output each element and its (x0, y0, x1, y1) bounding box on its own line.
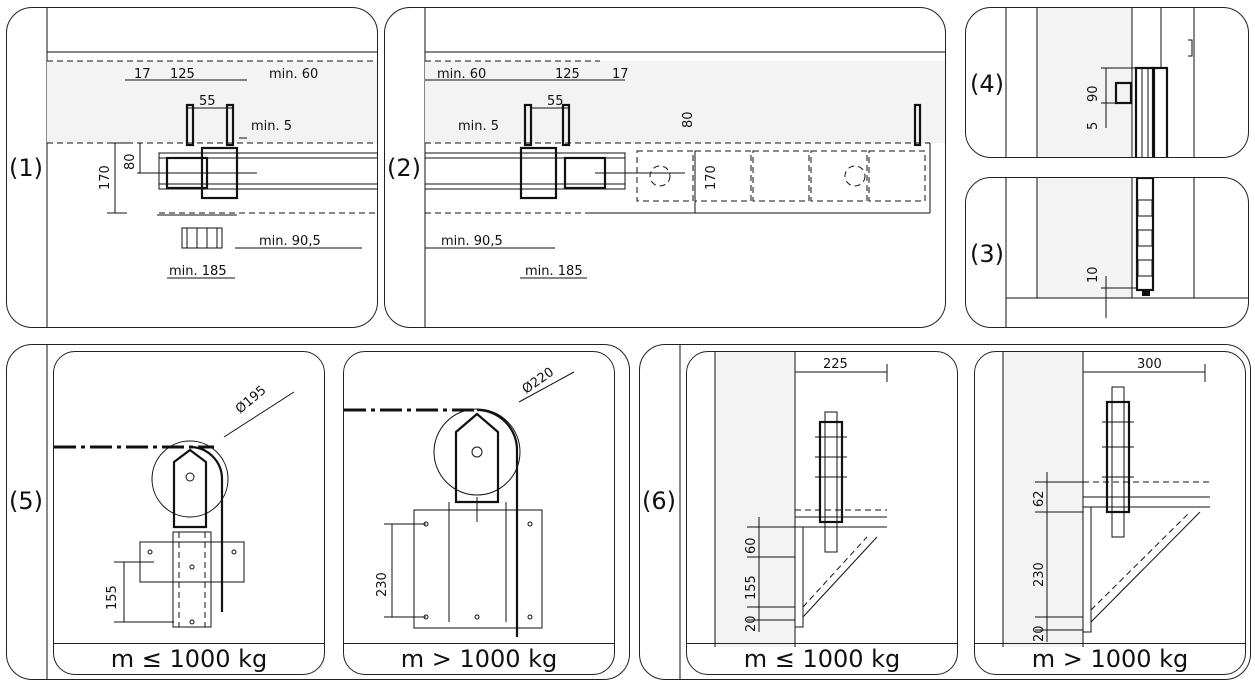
panel-1-drawing: 17 125 min. 60 55 min. 5 80 170 min. 90,… (46, 8, 377, 327)
panel-3-drawing: 10 (1005, 178, 1248, 327)
diameter-220: Ø220 (520, 365, 557, 397)
panel-6-right: 300 62 230 20 m > 1000 kg (974, 351, 1246, 675)
panel-6-left-drawing: 225 60 155 20 (714, 352, 888, 647)
dim-17: 17 (612, 67, 629, 82)
caption-left: m ≤ 1000 kg (54, 643, 324, 674)
panel-5-left-drawing: 155 Ø195 (54, 383, 295, 628)
dim-55: 55 (199, 94, 216, 109)
dim-min-60: min. 60 (269, 67, 318, 82)
dim-55: 55 (547, 94, 564, 109)
panel-5-left: 155 Ø195 m ≤ 1000 kg (53, 351, 325, 675)
dim-125: 125 (555, 67, 580, 82)
dim-min-5: min. 5 (251, 119, 292, 134)
dim-90: 90 (1086, 85, 1101, 102)
panel-5-right: 230 Ø220 m > 1000 kg (343, 351, 615, 675)
dim-5: 5 (1086, 122, 1101, 130)
dim-20: 20 (744, 615, 759, 632)
dim-155: 155 (744, 575, 759, 600)
dim-17: 17 (134, 67, 151, 82)
dim-20: 20 (1032, 625, 1047, 642)
dim-min-60: min. 60 (437, 67, 486, 82)
panel-3: 10 (3) (965, 177, 1249, 328)
dim-min-5: min. 5 (458, 119, 499, 134)
panel-5: (5) 155 Ø195 m ≤ 1000 kg (6, 344, 630, 680)
panel-2: min. 60 125 17 55 min. 5 80 170 min. 90,… (384, 7, 946, 328)
panel-5-frame (46, 345, 48, 679)
dim-230: 230 (1032, 562, 1047, 587)
panel-5-label: (5) (9, 487, 43, 515)
panel-2-label: (2) (387, 154, 421, 182)
caption-left: m ≤ 1000 kg (687, 643, 957, 674)
dim-80: 80 (123, 153, 138, 170)
dim-min-185: min. 185 (525, 264, 583, 279)
panel-4-label: (4) (970, 70, 1004, 98)
panel-6-frame (679, 345, 681, 679)
caption-right: m > 1000 kg (975, 643, 1245, 674)
panel-1: 17 125 min. 60 55 min. 5 80 170 min. 90,… (6, 7, 378, 328)
dim-170: 170 (704, 165, 719, 190)
panel-6-label: (6) (642, 487, 676, 515)
dim-min-90-5: min. 90,5 (259, 234, 321, 249)
panel-4: 90 5 (4) (965, 7, 1249, 158)
panel-2-drawing: min. 60 125 17 55 min. 5 80 170 min. 90,… (424, 8, 945, 327)
dim-230: 230 (375, 572, 390, 597)
dim-155: 155 (105, 585, 120, 610)
width-225: 225 (823, 357, 848, 372)
dim-125: 125 (170, 67, 195, 82)
panel-6-left: 225 60 155 20 m ≤ 1000 kg (686, 351, 958, 675)
panel-5-right-drawing: 230 Ø220 (344, 365, 575, 637)
dim-10: 10 (1086, 266, 1101, 283)
width-300: 300 (1137, 357, 1162, 372)
dim-60: 60 (744, 537, 759, 554)
caption-right: m > 1000 kg (344, 643, 614, 674)
dim-80: 80 (681, 111, 696, 128)
panel-6: (6) 225 60 155 20 (639, 344, 1251, 680)
panel-1-label: (1) (9, 154, 43, 182)
panel-3-label: (3) (970, 240, 1004, 268)
diameter-195: Ø195 (233, 383, 269, 417)
dim-min-90-5: min. 90,5 (441, 234, 503, 249)
panel-6-right-drawing: 300 62 230 20 (1002, 352, 1210, 647)
panel-4-drawing: 90 5 (1005, 8, 1195, 157)
dim-170: 170 (98, 165, 113, 190)
dim-62: 62 (1032, 490, 1047, 507)
dim-min-185: min. 185 (169, 264, 227, 279)
